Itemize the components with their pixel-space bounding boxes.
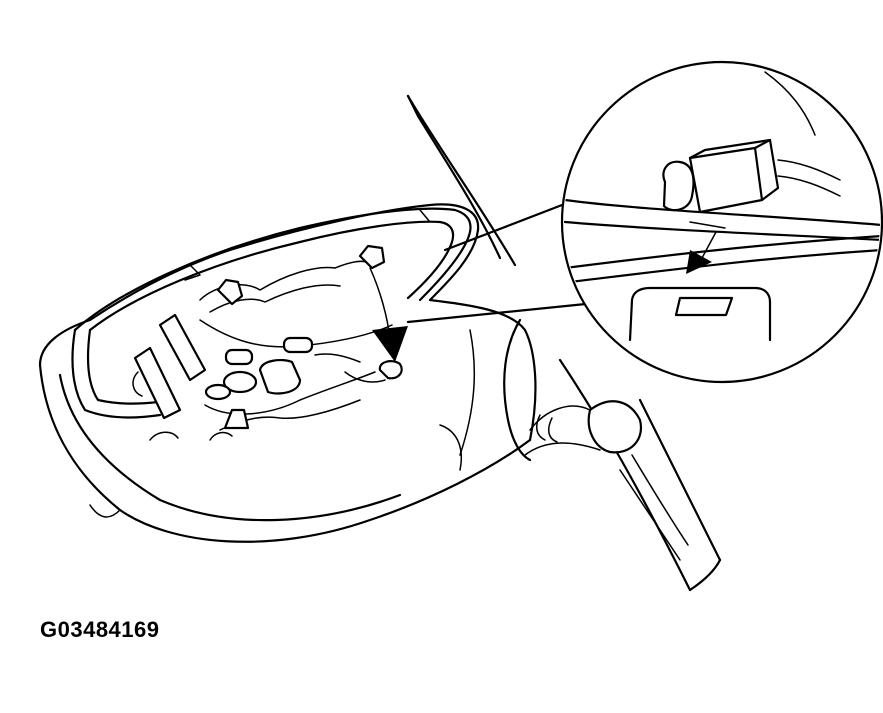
figure-caption: G03484169 — [40, 617, 160, 642]
mirror-mount-arm — [406, 94, 722, 592]
retaining-clips — [132, 244, 386, 420]
detail-magnifier — [560, 60, 883, 384]
press-arrow-detail — [686, 231, 717, 274]
internal-components — [149, 260, 403, 441]
mirror-housing — [38, 203, 537, 543]
press-arrow-main — [369, 267, 408, 362]
